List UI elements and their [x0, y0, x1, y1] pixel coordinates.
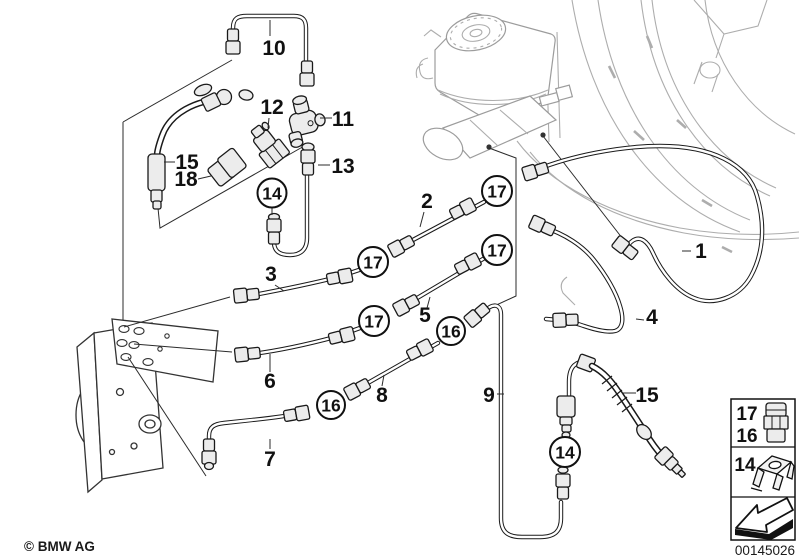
callout-10-label[interactable]: 10	[262, 37, 285, 60]
callout-5-label[interactable]: 5	[419, 304, 431, 327]
pipe-7	[201, 404, 311, 471]
circled-14-b-label[interactable]: 14	[555, 443, 575, 463]
callout-8-label[interactable]: 8	[376, 384, 388, 407]
booster-mount-bracket	[693, 0, 768, 93]
callout-5[interactable]: 5	[419, 296, 431, 327]
mc-port-rear	[540, 132, 546, 138]
legend-17-label[interactable]: 17	[736, 404, 757, 425]
t-distributor-11	[288, 95, 326, 148]
hose-fitting-upper	[556, 395, 576, 418]
callout-7-label[interactable]: 7	[264, 448, 276, 471]
legend-row-clip[interactable]: 14	[734, 455, 795, 492]
booster-ribs	[607, 35, 733, 254]
circled-16-b-label[interactable]: 16	[321, 396, 341, 416]
callout-15-rear[interactable]: 15	[622, 384, 659, 407]
pipe-2	[386, 196, 487, 259]
callout-1-label[interactable]: 1	[695, 240, 707, 263]
callout-15-front[interactable]: 15	[164, 151, 199, 174]
callout-9[interactable]: 9	[483, 384, 504, 407]
callout-3-label[interactable]: 3	[265, 263, 277, 286]
pipe-1	[520, 143, 765, 304]
circled-callout-14-a[interactable]: 14	[256, 177, 288, 216]
union-fitting-icon	[763, 402, 789, 443]
callout-12-label[interactable]: 12	[260, 96, 283, 119]
spring-guard	[601, 375, 633, 413]
callout-6-label[interactable]: 6	[264, 370, 276, 393]
sleeve-18	[207, 147, 247, 187]
callout-3[interactable]: 3	[265, 263, 285, 292]
circled-callout-17-c[interactable]: 17	[481, 175, 513, 207]
copyright-text: © BMW AG	[24, 539, 95, 554]
circled-callout-17-a[interactable]: 17	[357, 246, 389, 278]
circled-callout-17-d[interactable]: 17	[481, 234, 513, 266]
hose-15-front	[147, 83, 254, 210]
callout-13[interactable]: 13	[318, 155, 355, 178]
callout-15-front-label[interactable]: 15	[175, 151, 199, 174]
spring-clip-icon	[750, 455, 795, 492]
legend-16-label[interactable]: 16	[736, 426, 757, 447]
pipe-10	[225, 13, 315, 87]
leader-lines	[123, 135, 627, 477]
pipe-3	[232, 266, 365, 304]
legend-box: 17 16 14	[730, 398, 796, 541]
footer: © BMW AG 00145026	[24, 539, 795, 558]
abs-hydraulic-unit	[75, 318, 219, 494]
reservoir-cap	[445, 14, 507, 52]
callout-10[interactable]: 10	[262, 20, 286, 60]
callout-11[interactable]: 11	[320, 108, 354, 131]
callout-1[interactable]: 1	[682, 240, 707, 263]
callout-9-label[interactable]: 9	[483, 384, 495, 407]
callout-7[interactable]: 7	[264, 439, 276, 471]
pressure-sensor-12	[250, 121, 290, 169]
callout-2-label[interactable]: 2	[421, 190, 433, 213]
circled-callout-16-a[interactable]: 16	[436, 316, 466, 346]
legend-row-fittings[interactable]: 17 16	[736, 402, 789, 447]
image-number: 00145026	[735, 543, 795, 558]
callout-13-label[interactable]: 13	[331, 155, 354, 178]
bleeder-end	[654, 446, 686, 478]
legend-14-label[interactable]: 14	[734, 455, 756, 476]
hose-15-rear	[556, 353, 686, 478]
direction-arrow-icon	[735, 497, 794, 540]
circled-callout-17-b[interactable]: 17	[358, 305, 390, 337]
circled-17-a-label[interactable]: 17	[363, 253, 382, 273]
fluid-reservoir	[415, 12, 556, 121]
pipe-5	[391, 251, 491, 318]
abs-ports	[116, 325, 170, 366]
circled-16-a-label[interactable]: 16	[441, 322, 461, 342]
callout-18[interactable]: 18	[174, 168, 212, 191]
pipe-6	[233, 325, 363, 363]
circled-17-c-label[interactable]: 17	[487, 182, 506, 202]
frame-lines	[122, 59, 307, 320]
callout-11-label[interactable]: 11	[332, 108, 355, 131]
pipe-8	[342, 337, 441, 402]
circled-17-b-label[interactable]: 17	[364, 312, 383, 332]
callout-6[interactable]: 6	[264, 354, 276, 393]
callout-18-label[interactable]: 18	[174, 168, 198, 191]
callout-15-rear-label[interactable]: 15	[635, 384, 659, 407]
master-cylinder	[422, 84, 574, 161]
brake-booster	[516, 0, 799, 306]
callout-4-label[interactable]: 4	[646, 306, 658, 329]
circled-callout-14-b[interactable]: 14	[549, 436, 581, 468]
pipe-4	[527, 214, 625, 334]
callout-2[interactable]: 2	[419, 190, 433, 228]
callout-4[interactable]: 4	[635, 306, 658, 329]
circled-17-d-label[interactable]: 17	[487, 241, 506, 261]
circled-callout-16-b[interactable]: 16	[316, 390, 346, 420]
callout-12[interactable]: 12	[260, 96, 284, 129]
pipe-union-13-14	[266, 142, 316, 258]
callout-8[interactable]: 8	[376, 374, 388, 407]
circled-14-a-label[interactable]: 14	[262, 184, 282, 204]
pipe-9	[462, 300, 571, 540]
